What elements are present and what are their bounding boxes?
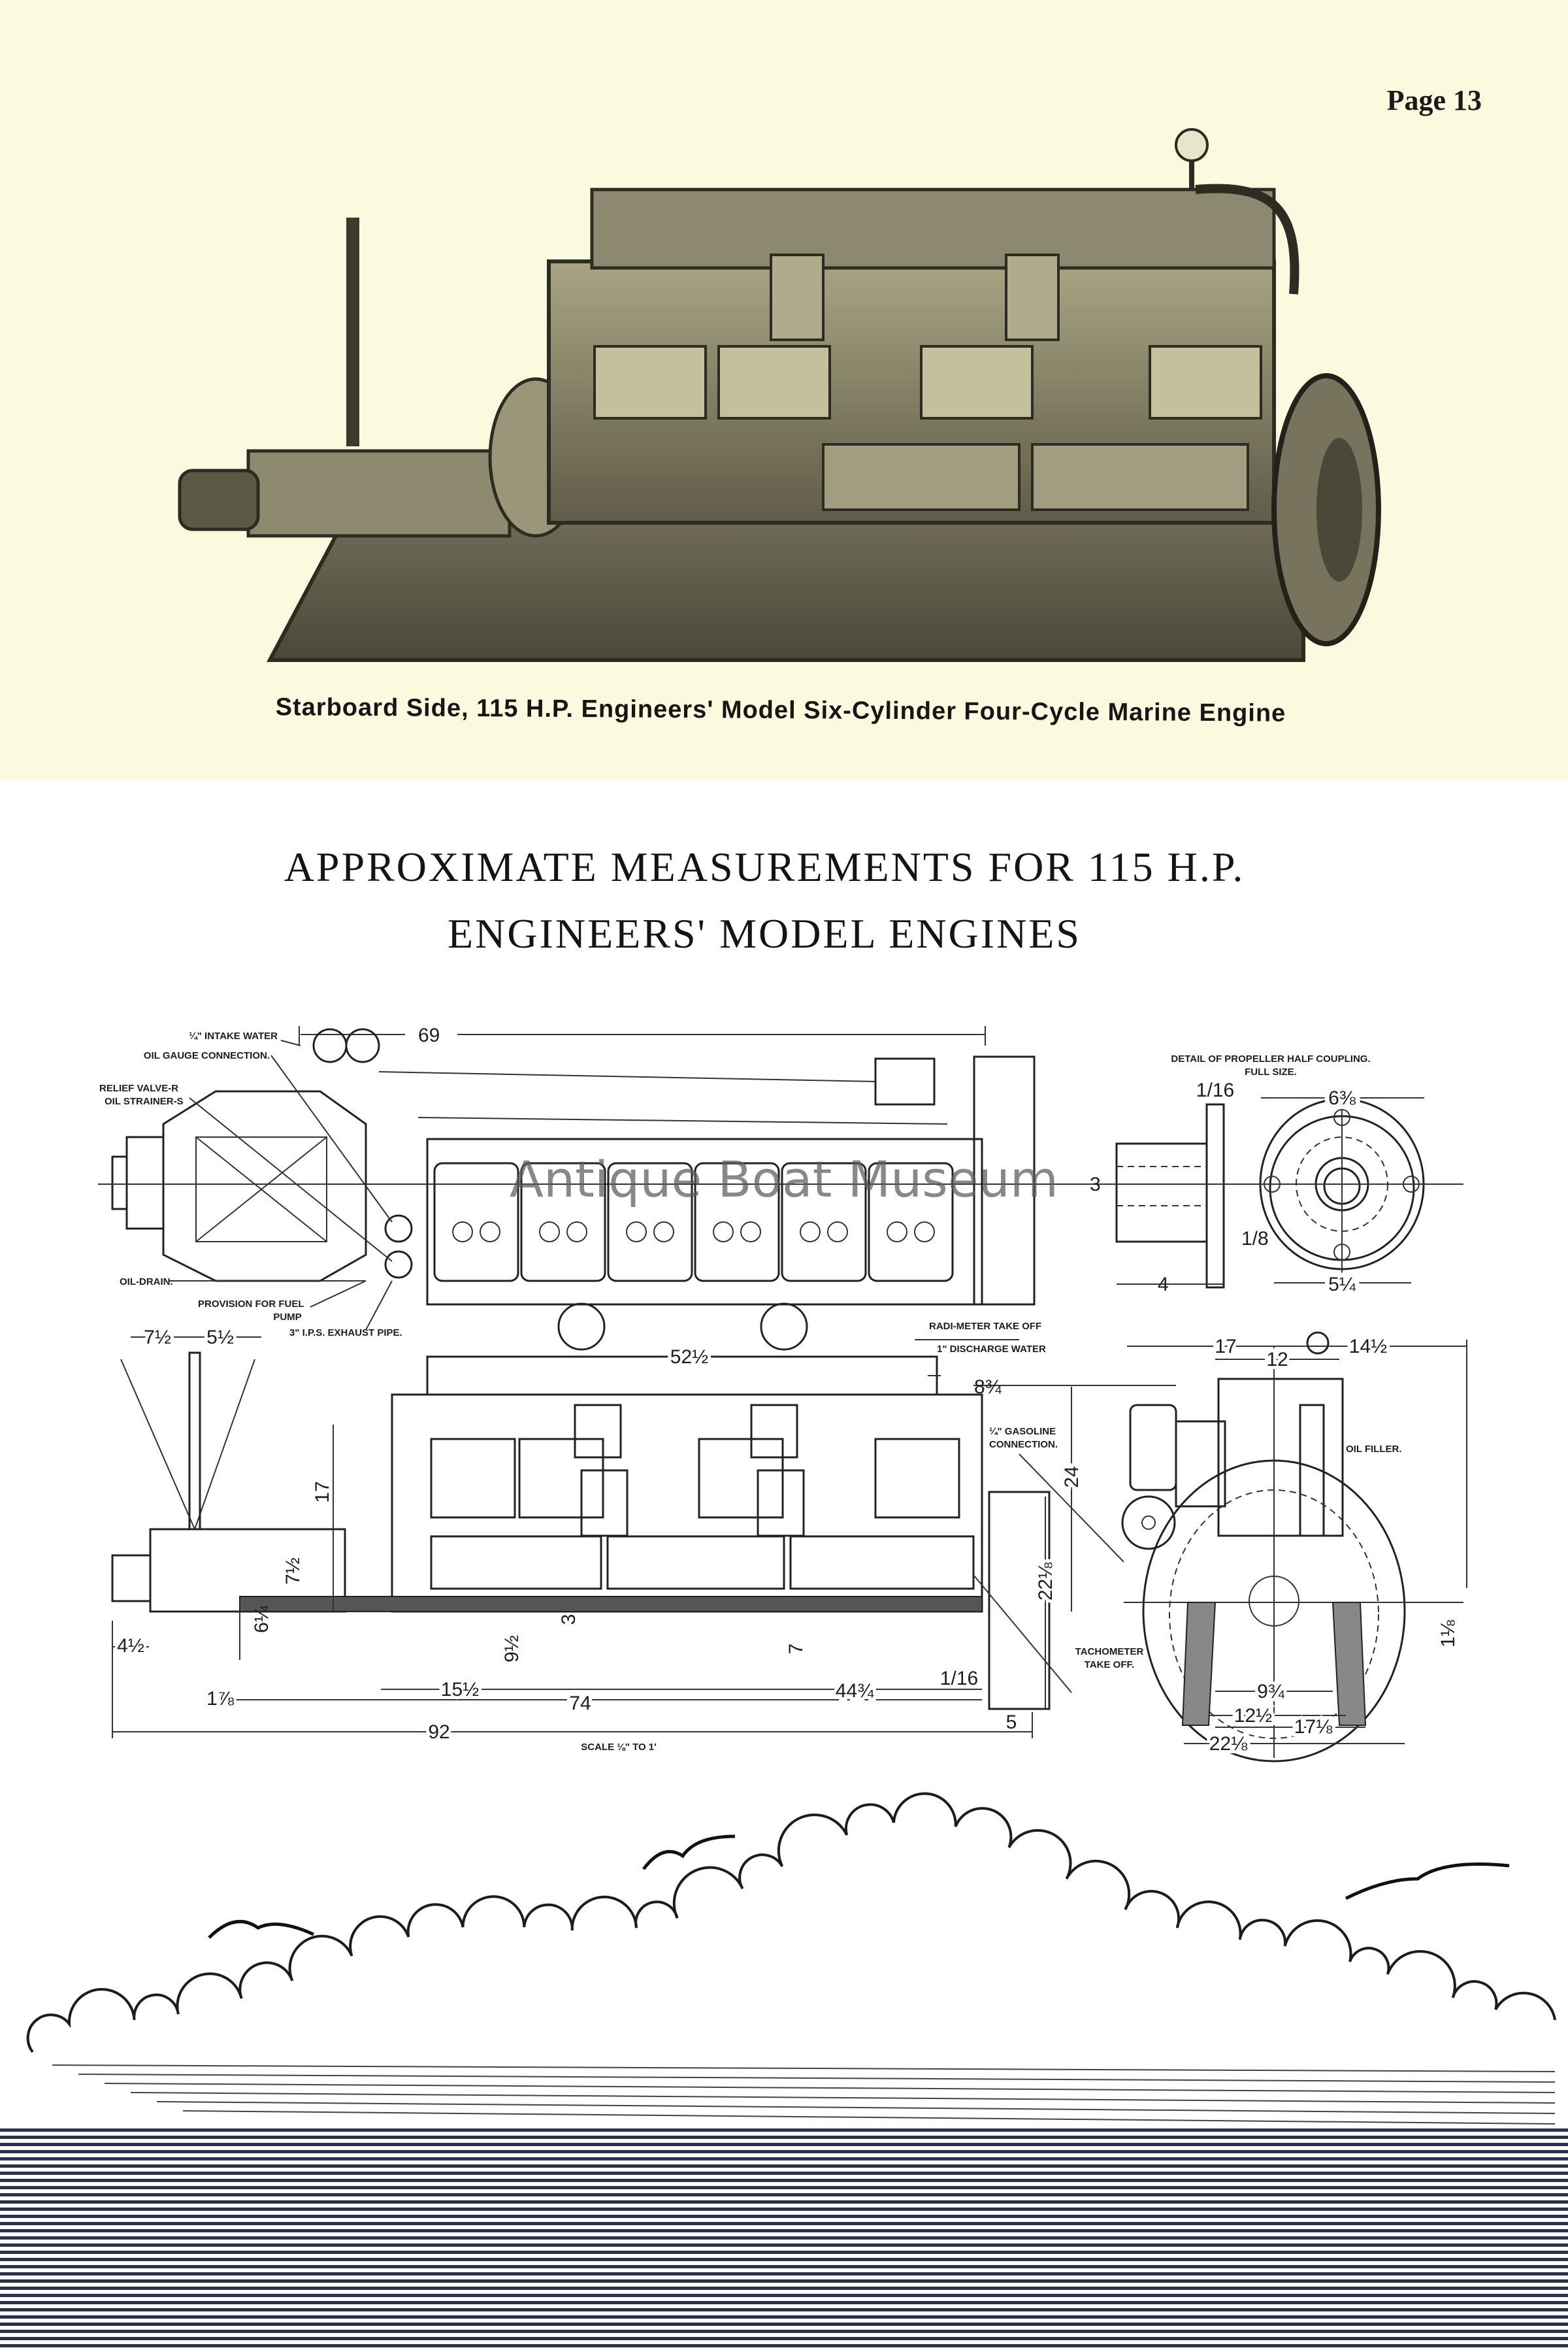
dim-h-6-quarter: 6¼ [251, 1605, 272, 1633]
dim-end-12-half: 12½ [1234, 1705, 1272, 1727]
dim-92: 92 [428, 1721, 449, 1743]
shaft-coupling [178, 469, 260, 531]
label-relief-valve: RELIEF VALVE-R [99, 1083, 178, 1094]
oil-filter-canister [874, 1057, 936, 1106]
dim-outer-diameter: 6⅜ [1328, 1087, 1356, 1109]
horizon-line [130, 2092, 1556, 2104]
dim-1-7-8: 1⅞ [206, 1688, 235, 1710]
seagull-icon [208, 1919, 315, 1939]
dim-h-3: 3 [558, 1614, 580, 1625]
dim-h-7: 7 [785, 1644, 807, 1655]
plan-view: ¼" INTAKE WATER 69 OIL GAUGE CONNECTION.… [98, 1025, 1463, 1351]
dim-15-half: 15½ [441, 1679, 479, 1700]
horizon-line [156, 2101, 1556, 2114]
label-scale: SCALE ⅛" TO 1' [581, 1742, 656, 1753]
label-gasoline: ¼" GASOLINE [989, 1426, 1056, 1437]
label-oil-drain: OIL-DRAIN. [120, 1276, 173, 1287]
horizon-line [78, 2074, 1556, 2083]
dim-plan-length: 69 [418, 1025, 440, 1046]
dim-height-17: 17 [312, 1481, 333, 1502]
engine-photo [178, 128, 1381, 662]
label-radimeter: RADI-METER TAKE OFF [929, 1321, 1041, 1332]
horizon-line [104, 2083, 1556, 2093]
coupling-detail: DETAIL OF PROPELLER HALF COUPLING. FULL … [1078, 1053, 1447, 1300]
seagull-icon [1345, 1862, 1510, 1900]
dim-bore: 3 [1090, 1174, 1101, 1195]
label-tachometer: TACHOMETER [1075, 1646, 1144, 1657]
carburetor [1005, 254, 1060, 341]
reverse-lever [346, 218, 359, 446]
sea [0, 2128, 1568, 2350]
gearbox-plan [162, 1090, 367, 1282]
valve-cover [590, 188, 1276, 270]
dim-h-9-half: 9½ [501, 1635, 523, 1663]
page-title-line-1: APPROXIMATE MEASUREMENTS FOR 115 H.P. [284, 844, 1245, 890]
label-oil-gauge: OIL GAUGE CONNECTION. [144, 1050, 270, 1061]
dim-5: 5 [1006, 1712, 1017, 1733]
dim-end-9-3-4: 9¾ [1257, 1681, 1285, 1702]
label-oil-filler: OIL FILLER. [1346, 1444, 1402, 1455]
gearbox [246, 449, 512, 538]
label-fuel-pump-2: PUMP [273, 1312, 301, 1323]
dim-h-7-half: 7½ [282, 1557, 304, 1585]
dim-offset: 8¾ [974, 1376, 1002, 1398]
dim-flange: 1/16 [1196, 1080, 1234, 1101]
coupling-title: DETAIL OF PROPELLER HALF COUPLING. [1171, 1053, 1370, 1065]
cylinder-panels [593, 345, 1262, 511]
engine-bearer-right [1331, 1602, 1367, 1726]
page-number: Page 13 [1386, 84, 1482, 116]
dim-74: 74 [569, 1693, 591, 1714]
horizon-lines [52, 2064, 1556, 2125]
dim-end-22-1-8: 22⅛ [1209, 1733, 1248, 1755]
side-elevation: 7½ 5½ RADI-METER TAKE OFF 1" DISC [111, 1321, 1176, 1753]
label-exhaust-pipe: 3" I.P.S. EXHAUST PIPE. [289, 1327, 402, 1338]
dim-bolt-circle: 5¼ [1328, 1274, 1356, 1295]
timing-plate [973, 1055, 1036, 1306]
dim-hub-length: 4 [1158, 1274, 1169, 1295]
label-gasoline-2: CONNECTION. [989, 1439, 1058, 1450]
dim-44-3-4: 44¾ [836, 1680, 874, 1702]
dim-1-16: 1/16 [940, 1668, 978, 1689]
cylinder-row [433, 1162, 954, 1282]
measurement-drawing: ¼" INTAKE WATER 69 OIL GAUGE CONNECTION.… [98, 1025, 1467, 1762]
dim-height-24: 24 [1061, 1466, 1083, 1487]
horizon-line [182, 2110, 1556, 2125]
cylinder-panels-side [430, 1404, 975, 1590]
dim-end-14-half: 14½ [1349, 1336, 1387, 1357]
coupling-subtitle: FULL SIZE. [1245, 1067, 1297, 1078]
label-fuel-pump: PROVISION FOR FUEL [198, 1299, 304, 1310]
watermark: Antique Boat Museum [510, 1150, 1058, 1208]
engine-bearer-left [1181, 1602, 1217, 1726]
label-intake-water: ¼" INTAKE WATER [189, 1031, 278, 1042]
dim-height-22: 22⅛ [1035, 1562, 1056, 1600]
dim-lever-left: 7½ [144, 1327, 171, 1348]
dim-block-length: 52½ [670, 1346, 708, 1368]
horizon-line [52, 2064, 1556, 2072]
water-pipe [1195, 184, 1299, 295]
dim-face: 1/8 [1241, 1228, 1269, 1249]
page-title-line-2: ENGINEERS' MODEL ENGINES [448, 910, 1081, 957]
dim-flange-4-half: 4½ [117, 1635, 144, 1657]
label-discharge-water: 1" DISCHARGE WATER [937, 1344, 1046, 1355]
dim-end-17-1-8: 17⅛ [1294, 1716, 1333, 1738]
label-tachometer-2: TAKE OFF. [1085, 1659, 1134, 1670]
end-view: 17 12 14½ OIL FILLER. 1⅛ 9¾ 12½ 17⅛ 22⅛ [1121, 1331, 1467, 1762]
dim-end-17: 17 [1215, 1336, 1236, 1357]
label-oil-strainer: OIL STRAINER-S [105, 1096, 184, 1107]
engine-bed-rail [239, 1596, 983, 1612]
dim-lever-right: 5½ [206, 1327, 234, 1348]
dim-end-12: 12 [1266, 1349, 1288, 1370]
seagull-icon [642, 1834, 736, 1870]
cloud-outline [26, 1792, 1556, 2053]
carburetor [770, 254, 825, 341]
dim-end-1-1-8: 1⅛ [1437, 1619, 1459, 1647]
